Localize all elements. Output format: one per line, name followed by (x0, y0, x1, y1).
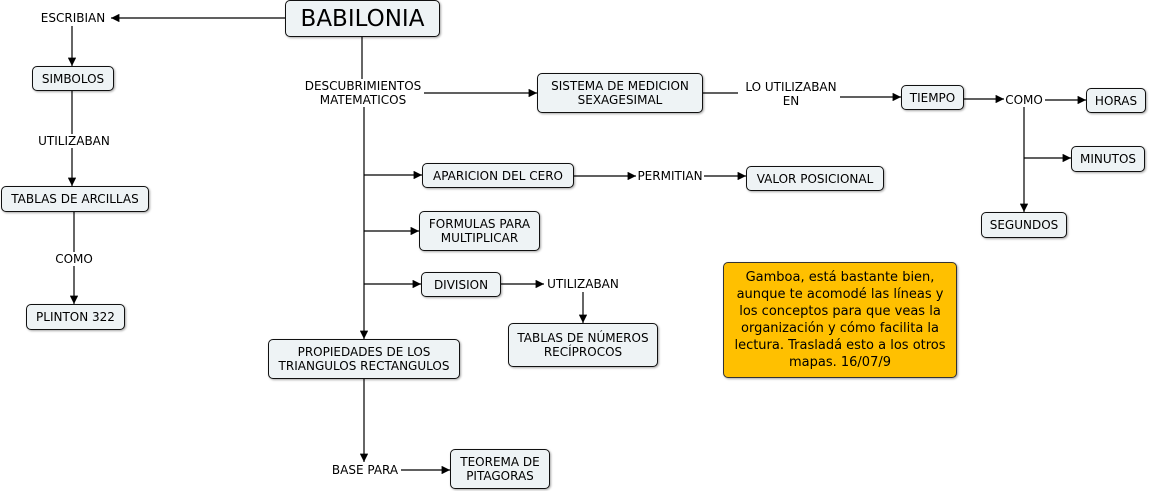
link-permitian: PERMITIAN (636, 169, 704, 183)
node-babilonia[interactable]: BABILONIA (285, 0, 440, 37)
link-como-tiempo: COMO (1004, 93, 1044, 107)
node-tablas-reciprocos[interactable]: TABLAS DE NÚMEROS RECÍPROCOS (508, 323, 658, 367)
node-sistema-medicion[interactable]: SISTEMA DE MEDICION SEXAGESIMAL (537, 73, 703, 113)
node-propiedades-triangulos[interactable]: PROPIEDADES DE LOS TRIANGULOS RECTANGULO… (268, 339, 460, 379)
link-como: COMO (54, 252, 94, 266)
comment-note[interactable]: Gamboa, está bastante bien, aunque te ac… (723, 262, 957, 378)
node-simbolos[interactable]: SIMBOLOS (32, 66, 114, 91)
link-utilizaban: UTILIZABAN (37, 134, 111, 148)
node-formulas-multiplicar[interactable]: FORMULAS PARA MULTIPLICAR (419, 211, 540, 251)
node-plinton[interactable]: PLINTON 322 (26, 304, 125, 330)
link-descubrimientos-matematicos: DESCUBRIMIENTOS MATEMATICOS (303, 79, 423, 107)
link-utilizaban-division: UTILIZABAN (546, 277, 620, 291)
node-aparicion-cero[interactable]: APARICION DEL CERO (422, 163, 574, 188)
node-segundos[interactable]: SEGUNDOS (981, 212, 1067, 238)
comment-note-text: Gamboa, está bastante bien, aunque te ac… (734, 270, 946, 370)
node-valor-posicional[interactable]: VALOR POSICIONAL (746, 166, 884, 191)
link-lo-utilizaban-en: LO UTILIZABAN EN (744, 80, 838, 108)
node-tablas-arcillas[interactable]: TABLAS DE ARCILLAS (1, 186, 149, 212)
node-tiempo[interactable]: TIEMPO (901, 85, 964, 110)
link-base-para: BASE PARA (330, 463, 400, 477)
node-minutos[interactable]: MINUTOS (1071, 146, 1145, 172)
link-escribian: ESCRIBIAN (39, 11, 107, 25)
node-division[interactable]: DIVISION (421, 272, 501, 297)
node-horas[interactable]: HORAS (1086, 88, 1146, 113)
node-teorema-pitagoras[interactable]: TEOREMA DE PITAGORAS (450, 449, 550, 489)
